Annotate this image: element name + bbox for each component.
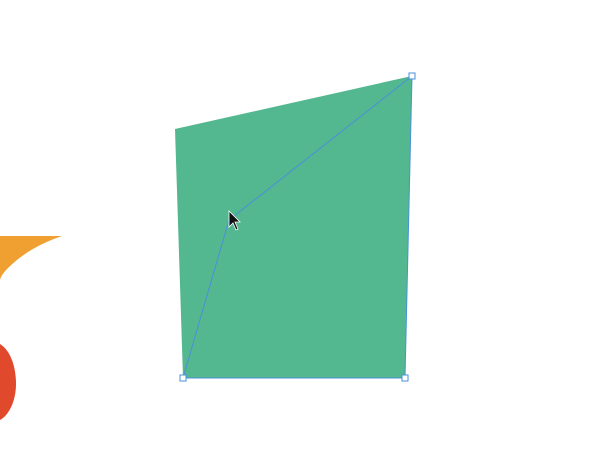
green-quad-shape[interactable]	[175, 76, 412, 378]
arrow-pointer-icon	[228, 210, 241, 231]
orange-shape[interactable]	[0, 236, 62, 280]
anchor-handle-bottom-right[interactable]	[401, 374, 409, 382]
anchor-handle-bottom-left[interactable]	[179, 374, 187, 382]
red-shape[interactable]	[0, 344, 16, 420]
anchor-handle-top-right[interactable]	[408, 72, 416, 80]
